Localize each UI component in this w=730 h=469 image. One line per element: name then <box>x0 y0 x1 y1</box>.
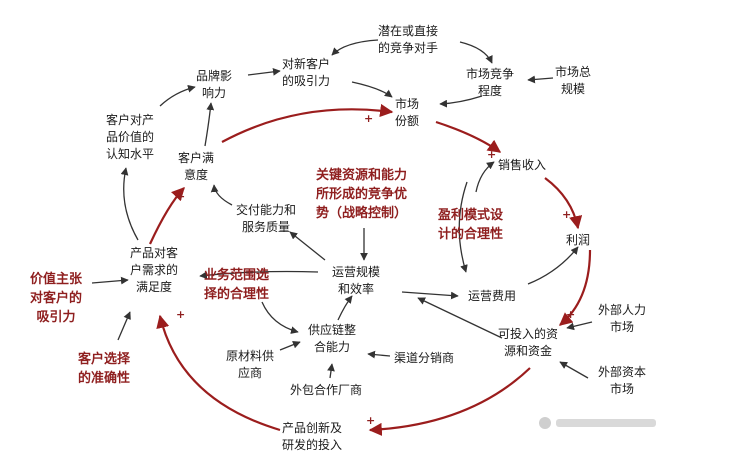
edge-attraction-share <box>351 81 393 98</box>
loop-satisfaction-share <box>221 103 394 143</box>
node-hr: 外部人力 市场 <box>598 303 647 334</box>
watermark-blur <box>539 417 656 429</box>
edge-satisfaction-brand <box>204 102 215 147</box>
loop-funds-rnd <box>368 367 531 436</box>
node-share: 市场 份额 <box>395 97 420 128</box>
plus-sign: + <box>176 190 185 203</box>
edge-cost-profit <box>527 246 579 285</box>
edge-funds-ops <box>417 297 503 339</box>
label-value-proposition: 价值主张 对客户的 吸引力 <box>30 272 83 325</box>
edge-raw-supply <box>279 340 301 351</box>
edge-capital-funds <box>559 361 589 379</box>
edge-hr-funds <box>566 321 593 331</box>
node-raw: 原材料供 应商 <box>226 349 275 380</box>
edge-channel-supply <box>367 350 391 359</box>
loop-rnd-needs <box>156 314 281 432</box>
node-attraction: 对新客户 的吸引力 <box>282 57 331 88</box>
edge-brand-attraction <box>247 68 281 76</box>
edge-choice-needs <box>117 311 131 341</box>
node-funds: 可投入的资 源和资金 <box>498 327 559 358</box>
label-business-scope: 业务范围选 择的合理性 <box>204 268 270 302</box>
node-capital: 外部资本 市场 <box>598 365 647 396</box>
node-channel: 渠道分销商 <box>394 351 455 365</box>
node-supply: 供应链整 合能力 <box>308 323 357 354</box>
node-market-total: 市场总 规模 <box>555 65 592 96</box>
edge-scope-supply <box>261 301 299 334</box>
plus-sign: + <box>562 208 571 221</box>
node-satisfaction: 客户满 意度 <box>178 151 215 182</box>
node-delivery: 交付能力和 服务质量 <box>236 203 297 234</box>
edge-market-total-competition <box>527 75 554 84</box>
plus-sign: + <box>566 308 575 321</box>
edge-outsource-supply <box>327 363 335 379</box>
edge-value-needs <box>91 276 129 285</box>
node-outsource: 外包合作厂商 <box>290 383 363 397</box>
node-profit: 利润 <box>566 233 591 247</box>
plus-sign: + <box>487 148 496 161</box>
node-competitor: 潜在或直接 的竞争对手 <box>378 24 439 55</box>
edge-competitor-competition <box>459 41 493 64</box>
label-core-competence: 关键资源和能力 所形成的竞争优 势（战略控制） <box>316 168 408 221</box>
edge-ops-needs <box>199 270 319 280</box>
node-rnd: 产品创新及 研发的投入 <box>282 421 343 452</box>
loop-share-sales <box>435 120 502 153</box>
node-competition: 市场竞争 程度 <box>466 67 515 98</box>
edge-supply-ops <box>337 295 353 321</box>
loop-needs-satisfaction <box>149 187 185 245</box>
edge-sales-cost <box>458 181 468 273</box>
edge-competitor-attraction <box>331 39 379 56</box>
label-customer-choice: 客户选择 的准确性 <box>78 352 131 386</box>
plus-sign: + <box>366 414 375 427</box>
node-sales: 销售收入 <box>498 158 547 172</box>
edge-needs-perception <box>120 167 139 241</box>
edge-ops-delivery <box>289 231 326 261</box>
node-ops: 运营规模 和效率 <box>332 265 381 296</box>
plus-sign: + <box>176 308 185 321</box>
edge-competition-share <box>439 95 483 108</box>
loop-profit-funds <box>558 249 592 326</box>
node-brand: 品牌影 响力 <box>196 69 233 100</box>
label-profit-model: 盈利模式设 计的合理性 <box>438 208 504 242</box>
node-needs: 产品对客 户需求的 满足度 <box>130 246 179 294</box>
node-cost: 运营费用 <box>468 289 517 303</box>
edge-delivery-satisfaction <box>210 184 233 206</box>
edge-share-sales-black <box>475 161 495 193</box>
edge-ops-cost <box>401 291 459 300</box>
loop-sales-profit <box>544 177 583 230</box>
node-perception: 客户对产 品价值的 认知水平 <box>106 113 155 161</box>
edge-perception-brand <box>159 84 196 107</box>
plus-sign: + <box>364 112 373 125</box>
